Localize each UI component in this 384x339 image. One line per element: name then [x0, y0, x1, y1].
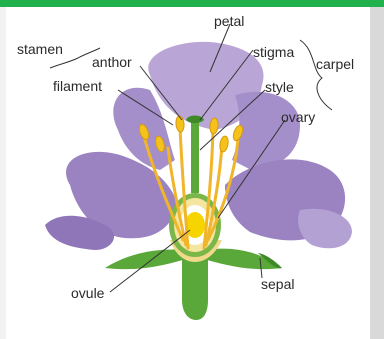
label-stamen: stamen [17, 41, 63, 57]
stem [182, 258, 208, 320]
carpel-bracket [300, 40, 332, 110]
label-petal: petal [214, 13, 244, 29]
label-sepal: sepal [261, 276, 294, 292]
style-stalk [191, 119, 199, 193]
label-anther: anthor [92, 54, 132, 70]
label-ovary: ovary [281, 109, 315, 125]
label-carpel: carpel [316, 56, 354, 72]
label-stigma: stigma [253, 44, 294, 60]
petal-right-low [298, 209, 352, 249]
label-filament: filament [53, 78, 102, 94]
label-ovule: ovule [71, 285, 104, 301]
anther-5 [219, 135, 230, 152]
label-style: style [265, 79, 294, 95]
